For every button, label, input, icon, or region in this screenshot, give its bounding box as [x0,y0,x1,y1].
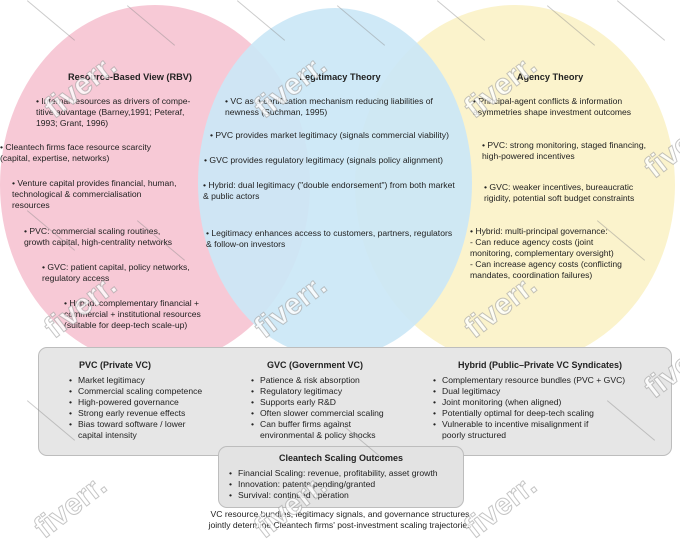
legitimacy-point-5: • Legitimacy enhances access to customer… [206,228,453,249]
gvc-list: Patience & risk absorptionRegulatory leg… [250,375,420,441]
rbv-point-2: • Cleantech firms face resource scarcity… [0,142,152,163]
agency-point-4: • Hybrid: multi-principal governance: - … [470,226,622,280]
outcome-item: Financial Scaling: revenue, profitabilit… [228,468,460,479]
gvc-title: GVC (Government VC) [266,360,363,370]
gvc-item: Often slower commercial scaling [250,408,420,419]
hybrid-title: Hybrid (Public–Private VC Syndicates) [457,360,623,370]
rbv-point-5: • GVC: patient capital, policy networks,… [42,262,190,283]
rbv-point-6: • Hybrid: complementary financial + comm… [64,298,201,330]
pvc-item: Market legitimacy [68,375,238,386]
agency-point-2: • PVC: strong monitoring, staged financi… [482,140,646,161]
pvc-item: High-powered governance [68,397,238,408]
pvc-list: Market legitimacyCommercial scaling comp… [68,375,238,441]
gvc-item: Supports early R&D [250,397,420,408]
gvc-item: Can buffer firms against environmental &… [250,419,420,441]
rbv-point-3: • Venture capital provides financial, hu… [12,178,177,210]
hybrid-item: Potentially optimal for deep-tech scalin… [432,408,668,419]
agency-title: Agency Theory [516,72,584,82]
agency-point-3: • GVC: weaker incentives, bureaucratic r… [484,182,635,203]
outcomes-list: Financial Scaling: revenue, profitabilit… [228,468,460,501]
gvc-item: Regulatory legitimacy [250,386,420,397]
outcome-item: Survival: continued operation [228,490,460,501]
legitimacy-title: Legitimacy Theory [299,72,381,82]
pvc-item: Bias toward software / lower capital int… [68,419,238,441]
agency-point-1: • Principal-agent conflicts & informatio… [473,96,632,117]
venn-diagram [0,5,675,365]
outcomes-title: Cleantech Scaling Outcomes [278,453,404,463]
hybrid-item: Dual legitimacy [432,386,668,397]
rbv-title: Resource-Based View (RBV) [68,72,192,82]
outcome-item: Innovation: patents pending/granted [228,479,460,490]
legitimacy-circle [198,8,472,358]
hybrid-item: Vulnerable to incentive misalignment if … [432,419,668,441]
pvc-item: Commercial scaling competence [68,386,238,397]
rbv-point-4: • PVC: commercial scaling routines, grow… [24,226,173,247]
legitimacy-point-4: • Hybrid: dual legitimacy ("double endor… [203,180,455,201]
hybrid-list: Complementary resource bundles (PVC + GV… [432,375,668,441]
hybrid-item: Complementary resource bundles (PVC + GV… [432,375,668,386]
rbv-point-1: • Internal resources as drivers of compe… [36,96,191,128]
hybrid-item: Joint monitoring (when aligned) [432,397,668,408]
footer-caption: VC resource bundles, legitimacy signals,… [208,509,472,530]
pvc-item: Strong early revenue effects [68,408,238,419]
legitimacy-point-3: • GVC provides regulatory legitimacy (si… [204,155,443,165]
pvc-title: PVC (Private VC) [78,360,152,370]
legitimacy-point-1: • VC as a certification mechanism reduci… [225,96,433,117]
gvc-item: Patience & risk absorption [250,375,420,386]
legitimacy-point-2: • PVC provides market legitimacy (signal… [210,130,449,140]
